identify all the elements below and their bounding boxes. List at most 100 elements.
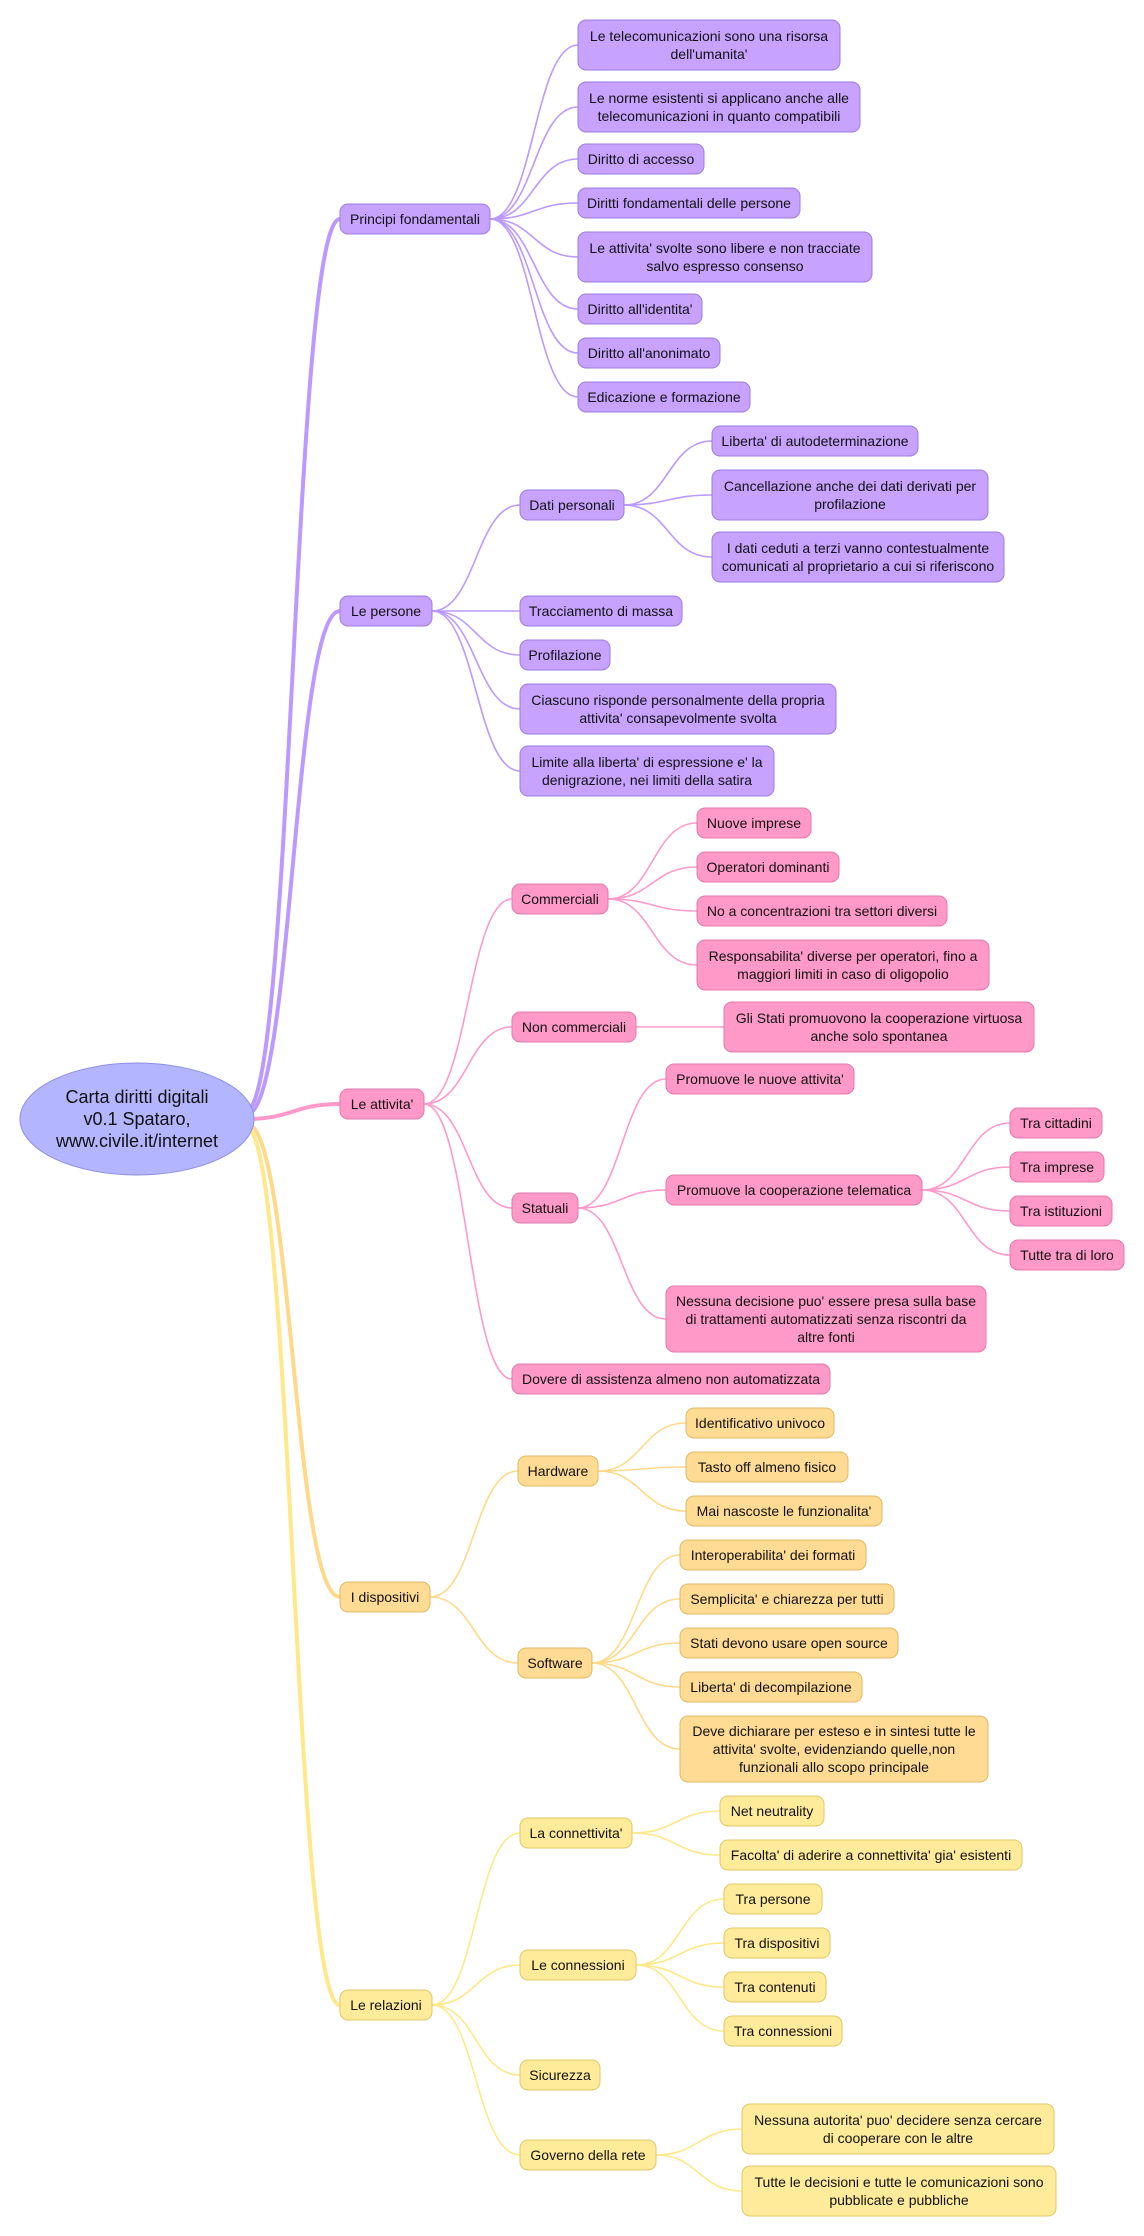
topic-node[interactable]: Deve dichiarare per esteso e in sintesi …	[679, 1715, 989, 1783]
node-label-line: Commerciali	[521, 891, 599, 907]
topic-node[interactable]: Responsabilita' diverse per operatori, f…	[696, 939, 990, 991]
node-box	[339, 1581, 431, 1613]
topic-node[interactable]: Limite alla liberta' di espressione e' l…	[519, 745, 775, 797]
topic-node[interactable]: Tasto off almeno fisico	[685, 1451, 849, 1483]
connector-line	[623, 440, 713, 506]
topic-node[interactable]: Operatori dominanti	[696, 851, 840, 883]
node-box	[519, 745, 775, 797]
connector-line	[431, 610, 521, 656]
topic-node[interactable]: I dati ceduti a terzi vanno contestualme…	[711, 531, 1005, 583]
topic-node[interactable]: Interoperabilita' dei formati	[679, 1539, 867, 1571]
topic-node[interactable]: Tra dispositivi	[723, 1927, 831, 1959]
topic-node[interactable]: No a concentrazioni tra settori diversi	[696, 895, 948, 927]
topic-node[interactable]: Le norme esistenti si applicano anche al…	[577, 81, 861, 133]
topic-node[interactable]: Le attivita' svolte sono libere e non tr…	[577, 231, 873, 283]
topic-node[interactable]: Ciascuno risponde personalmente della pr…	[519, 683, 837, 735]
topic-node[interactable]: Tra persone	[723, 1883, 823, 1915]
topic-node[interactable]: Nessuna autorita' puo' decidere senza ce…	[741, 2103, 1055, 2155]
topic-node[interactable]: Diritto di accesso	[577, 143, 705, 175]
node-label-line: Tra cittadini	[1020, 1115, 1092, 1131]
node-box	[685, 1407, 835, 1439]
node-label-line: Diritto di accesso	[588, 151, 695, 167]
node-box	[577, 81, 861, 133]
connector-line	[431, 2004, 521, 2156]
node-label-line: Identificativo univoco	[695, 1415, 825, 1431]
topic-node[interactable]: Commerciali	[511, 883, 609, 915]
topic-node[interactable]: Dati personali	[519, 489, 625, 521]
node-label-line: Tasto off almeno fisico	[698, 1459, 836, 1475]
topic-node[interactable]: Tra cittadini	[1009, 1107, 1103, 1139]
topic-node[interactable]: Diritto all'anonimato	[577, 337, 721, 369]
topic-node[interactable]: Semplicita' e chiarezza per tutti	[679, 1583, 895, 1615]
topic-node[interactable]: Tra istituzioni	[1009, 1195, 1113, 1227]
topic-node[interactable]: Le connessioni	[519, 1949, 637, 1981]
node-label-line: Promuove la cooperazione telematica	[677, 1182, 911, 1198]
root-label-line: www.civile.it/internet	[55, 1131, 218, 1151]
topic-node[interactable]: Mai nascoste le funzionalita'	[685, 1495, 883, 1527]
topic-node[interactable]: Software	[517, 1647, 593, 1679]
connector-line	[423, 1103, 513, 1380]
main-connector-line	[244, 1102, 342, 1121]
topic-node[interactable]: Hardware	[517, 1455, 599, 1487]
connector-line	[635, 1964, 725, 1988]
topic-node[interactable]: Profilazione	[519, 639, 611, 671]
topic-node[interactable]: Statuali	[511, 1192, 579, 1224]
topic-node[interactable]: Diritto all'identita'	[577, 293, 703, 325]
branch-node[interactable]: I dispositivi	[339, 1581, 431, 1613]
topic-node[interactable]: Net neutrality	[719, 1795, 825, 1827]
topic-node[interactable]: Nuove imprese	[696, 807, 812, 839]
connector-line	[655, 2154, 743, 2192]
node-box	[519, 1949, 637, 1981]
node-box	[711, 425, 919, 457]
topic-node[interactable]: Facolta' di aderire a connettivita' gia'…	[719, 1839, 1023, 1871]
topic-node[interactable]: Tra contenuti	[723, 1971, 827, 2003]
topic-node[interactable]: Nessuna decisione puo' essere presa sull…	[665, 1285, 987, 1353]
branch-node[interactable]: Le attivita'	[339, 1088, 425, 1120]
branch-node[interactable]: Principi fondamentali	[339, 203, 491, 235]
node-label-line: Le connessioni	[531, 1957, 624, 1973]
node-label-line: Dovere di assistenza almeno non automati…	[522, 1371, 820, 1387]
connector-line	[429, 1470, 519, 1598]
topic-node[interactable]: Identificativo univoco	[685, 1407, 835, 1439]
topic-node[interactable]: Sicurezza	[519, 2059, 601, 2091]
node-label-line: Governo della rete	[530, 2147, 645, 2163]
topic-node[interactable]: Tracciamento di massa	[519, 595, 683, 627]
node-label-line: attivita' consapevolmente svolta	[579, 710, 776, 726]
topic-node[interactable]: Tutte tra di loro	[1009, 1239, 1125, 1271]
topic-node[interactable]: Tutte le decisioni e tutte le comunicazi…	[741, 2165, 1057, 2217]
topic-node[interactable]: Dovere di assistenza almeno non automati…	[511, 1363, 831, 1395]
topic-node[interactable]: Diritti fondamentali delle persone	[577, 187, 801, 219]
topic-node[interactable]: Gli Stati promuovono la cooperazione vir…	[723, 1001, 1035, 1053]
topic-node[interactable]: Cancellazione anche dei dati derivati pe…	[711, 469, 989, 521]
node-box	[511, 1011, 637, 1043]
connector-line	[607, 866, 698, 900]
node-box	[723, 1001, 1035, 1053]
node-label-line: Tutte le decisioni e tutte le comunicazi…	[755, 2174, 1044, 2190]
topic-node[interactable]: Stati devono usare open source	[679, 1627, 899, 1659]
connector-line	[591, 1554, 681, 1664]
main-connector-line	[244, 1125, 342, 2007]
connector-line	[623, 494, 713, 506]
branch-node[interactable]: Le persone	[339, 595, 433, 627]
topic-node[interactable]: Tra connessioni	[723, 2015, 843, 2047]
topic-node[interactable]: Promuove le nuove attivita'	[665, 1063, 855, 1095]
topic-node[interactable]: Governo della rete	[519, 2139, 657, 2171]
topic-node[interactable]: Promuove la cooperazione telematica	[665, 1174, 923, 1206]
node-label-line: Non commerciali	[522, 1019, 626, 1035]
topic-node[interactable]: La connettivita'	[519, 1817, 633, 1849]
topic-node[interactable]: Le telecomunicazioni sono una risorsadel…	[577, 19, 841, 71]
topic-node[interactable]: Non commerciali	[511, 1011, 637, 1043]
node-label-line: Statuali	[522, 1200, 569, 1216]
topic-node[interactable]: Liberta' di decompilazione	[679, 1671, 863, 1703]
node-label-line: I dati ceduti a terzi vanno contestualme…	[727, 540, 989, 556]
connector-line	[921, 1166, 1011, 1191]
mind-map-nodes: Principi fondamentali Le telecomunicazion…	[19, 19, 1125, 2217]
node-label-line: Operatori dominanti	[707, 859, 830, 875]
topic-node[interactable]: Tra imprese	[1009, 1151, 1105, 1183]
topic-node[interactable]: Edicazione e formazione	[577, 381, 751, 413]
node-label-line: Tutte tra di loro	[1020, 1247, 1114, 1263]
node-label-line: Tra imprese	[1020, 1159, 1094, 1175]
branch-node[interactable]: Le relazioni	[339, 1989, 433, 2021]
topic-node[interactable]: Liberta' di autodeterminazione	[711, 425, 919, 457]
